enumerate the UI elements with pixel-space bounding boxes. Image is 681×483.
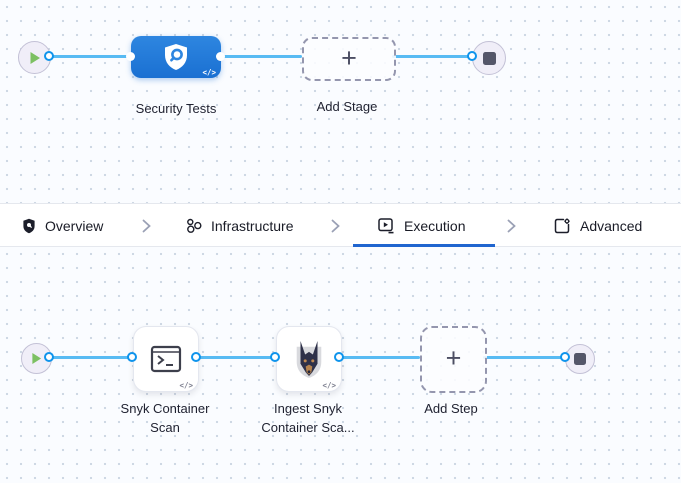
edge-start-to-stage <box>49 55 132 58</box>
connector-step1-right[interactable] <box>191 352 201 362</box>
tab-label: Overview <box>45 217 104 234</box>
infrastructure-icon <box>187 218 202 233</box>
plus-icon: + <box>445 343 462 373</box>
snyk-dog-icon <box>296 341 322 378</box>
stop-icon <box>482 51 496 65</box>
shield-scan-icon <box>165 44 187 70</box>
edge-start-to-step1 <box>50 356 133 359</box>
add-stage-button[interactable]: + <box>302 37 396 81</box>
step-node-snyk-container-scan[interactable]: </> <box>133 326 199 392</box>
tab-label: Infrastructure <box>211 217 294 234</box>
code-badge: </> <box>202 67 216 77</box>
connector-step2-left[interactable] <box>270 352 280 362</box>
stage-canvas[interactable]: </> Security Tests + Add Stage <box>0 0 681 203</box>
tab-overview[interactable]: Overview <box>22 204 103 247</box>
step-node-ingest-snyk[interactable]: </> <box>276 326 342 392</box>
stage-config-tabbar: Overview Infrastructure Execution <box>0 203 681 247</box>
tab-infrastructure[interactable]: Infrastructure <box>186 204 293 247</box>
active-tab-underline <box>353 244 495 247</box>
edge-addstep-to-end <box>483 356 566 359</box>
chevron-right-icon <box>507 219 516 233</box>
advanced-gear-icon <box>554 217 570 233</box>
play-icon <box>30 51 40 64</box>
tab-label: Execution <box>404 217 466 234</box>
play-icon <box>32 353 42 364</box>
edge-step1-to-step2 <box>197 356 276 359</box>
connector-end[interactable] <box>467 51 477 61</box>
tab-execution[interactable]: Execution <box>378 204 465 247</box>
edge-addstage-to-end <box>392 55 473 58</box>
connector-steps-end[interactable] <box>560 352 570 362</box>
add-step-button[interactable]: + <box>420 326 487 393</box>
stage-node-security-tests[interactable]: </> <box>131 36 221 78</box>
connector-step1-left[interactable] <box>127 352 137 362</box>
stage-port-left[interactable] <box>126 52 135 61</box>
step1-label: Snyk Container Scan <box>120 401 210 435</box>
connector-start[interactable] <box>44 51 54 61</box>
tab-label: Advanced <box>580 217 643 234</box>
terminal-icon <box>150 345 182 373</box>
add-step-label: Add Step <box>424 401 478 416</box>
add-stage-label: Add Stage <box>316 99 378 114</box>
execution-step-canvas[interactable]: </> Snyk Container Scan </> Ingest Snyk … <box>0 247 681 483</box>
chevron-right-icon <box>331 219 340 233</box>
pipeline-end-node <box>472 41 506 75</box>
code-badge: </> <box>322 380 336 390</box>
plus-icon: + <box>341 42 357 73</box>
connector-step2-right[interactable] <box>334 352 344 362</box>
tab-advanced[interactable]: Advanced <box>554 204 642 247</box>
stage-label: Security Tests <box>135 101 217 116</box>
stop-icon <box>574 353 586 365</box>
execution-play-icon <box>378 217 394 233</box>
stage-port-right[interactable] <box>216 52 225 61</box>
connector-steps-start[interactable] <box>44 352 54 362</box>
chevron-right-icon <box>142 219 151 233</box>
step2-label: Ingest Snyk Container Sca... <box>261 401 355 435</box>
edge-stage-to-addstage <box>221 55 302 58</box>
edge-step2-to-addstep <box>340 356 420 359</box>
overview-shield-icon <box>23 218 35 233</box>
steps-end-node <box>565 344 595 374</box>
code-badge: </> <box>179 380 193 390</box>
